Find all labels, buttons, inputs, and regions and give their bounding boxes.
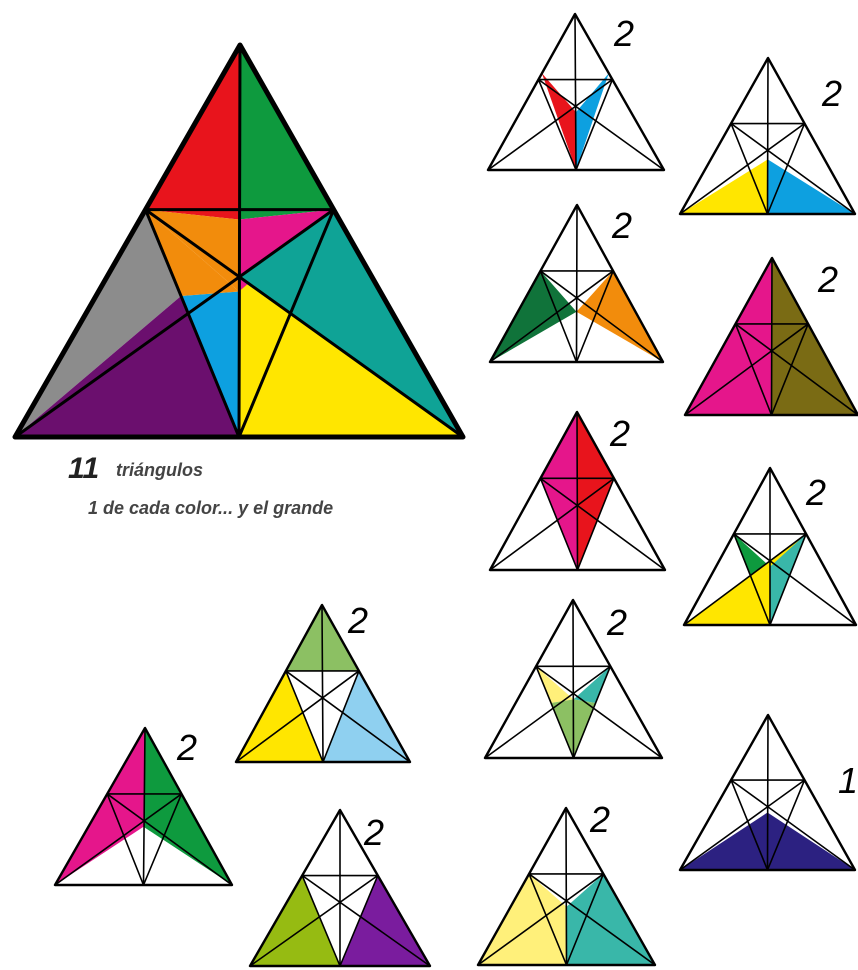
- mini-red-blue-outline: [486, 12, 666, 172]
- caption-word: triángulos: [116, 460, 203, 480]
- orange-wedge: [145, 209, 239, 296]
- mini-teal-yellow-green-outline: [682, 466, 858, 627]
- mini-paleyellow-teal-green-count-label: 2: [606, 602, 627, 643]
- mini-navy-count-label: 1: [838, 760, 858, 801]
- mini-paleyellow-teal-sage-region-2: [478, 873, 567, 965]
- mini-yellow-blue-region-2: [767, 159, 855, 214]
- mini-magenta-olive: 2: [683, 256, 858, 417]
- mini-red-blue: 2: [486, 12, 666, 172]
- mini-yellow-blue-region-1: [680, 159, 768, 214]
- mini-lime-violet-region-1: [250, 875, 340, 966]
- mini-magenta-green-count-label: 2: [176, 727, 197, 768]
- mini-paleyellow-teal-sage-count-label: 2: [589, 799, 610, 840]
- purple-region: [15, 296, 239, 437]
- mini-yellow-blue-count-label: 2: [821, 73, 842, 114]
- mini-magenta-red-count-label: 2: [609, 413, 630, 454]
- mini-lightgreen-yellow-lightblue: 2: [234, 600, 412, 764]
- mini-magenta-olive-count-label: 2: [817, 259, 838, 300]
- mini-paleyellow-teal-green-region-1: [536, 666, 574, 703]
- mini-paleyellow-teal-green: 2: [483, 598, 664, 760]
- mini-magenta-olive-outline: [683, 256, 858, 417]
- mini-navy: 1: [678, 713, 858, 872]
- mini-teal-yellow-green: 2: [682, 466, 858, 627]
- mini-red-blue-region-2: [576, 73, 609, 170]
- main-triangle-outline: [12, 42, 466, 440]
- mini-magenta-red-region-2: [577, 412, 614, 570]
- mini-teal-yellow-green-count-label: 2: [805, 472, 826, 513]
- caption-line2: 1 de cada color... y el grande: [88, 498, 333, 518]
- mini-lime-violet-count-label: 2: [363, 812, 384, 853]
- mini-lightgreen-yellow-lightblue-count-label: 2: [347, 600, 368, 641]
- mini-lightgreen-yellow-lightblue-outline: [234, 603, 412, 764]
- mini-paleyellow-teal-green-outline: [483, 598, 664, 760]
- mini-paleyellow-teal-sage: 2: [476, 799, 657, 967]
- mini-magenta-red: 2: [488, 410, 667, 572]
- mini-magenta-red-region-1: [540, 412, 578, 570]
- caption: 11 triángulos 1 de cada color... y el gran…: [68, 452, 333, 518]
- mini-magenta-red-outline: [488, 410, 667, 572]
- mini-paleyellow-teal-sage-outline: [476, 806, 657, 967]
- gray-region: [15, 209, 181, 437]
- teal-wedge: [238, 209, 463, 437]
- mini-lightgreen-yellow-lightblue-region-3: [323, 670, 410, 762]
- mini-darkgreen-orange-count-label: 2: [611, 205, 632, 246]
- mini-darkgreen-orange-region-2: [576, 270, 663, 362]
- mini-darkgreen-orange: 2: [488, 203, 665, 364]
- mini-lime-violet: 2: [248, 808, 432, 968]
- mini-lime-violet-region-2: [340, 875, 430, 966]
- mini-yellow-blue: 2: [678, 56, 857, 216]
- mini-magenta-green-outline: [53, 726, 234, 887]
- mini-red-blue-region-1: [541, 73, 576, 170]
- mini-lightgreen-yellow-lightblue-region-2: [236, 670, 323, 762]
- mini-lime-violet-outline: [248, 808, 432, 968]
- mini-red-blue-count-label: 2: [613, 13, 634, 54]
- mini-paleyellow-teal-sage-region-3: [566, 873, 655, 965]
- mini-darkgreen-orange-region-1: [490, 270, 577, 362]
- mini-darkgreen-orange-outline: [488, 203, 665, 364]
- mini-magenta-green: 2: [53, 726, 234, 887]
- caption-count: 11: [68, 452, 99, 485]
- mini-yellow-blue-outline: [678, 56, 857, 216]
- mini-paleyellow-teal-green-region-2: [573, 666, 611, 703]
- main-triangle: [12, 42, 466, 440]
- mini-navy-outline: [678, 713, 857, 872]
